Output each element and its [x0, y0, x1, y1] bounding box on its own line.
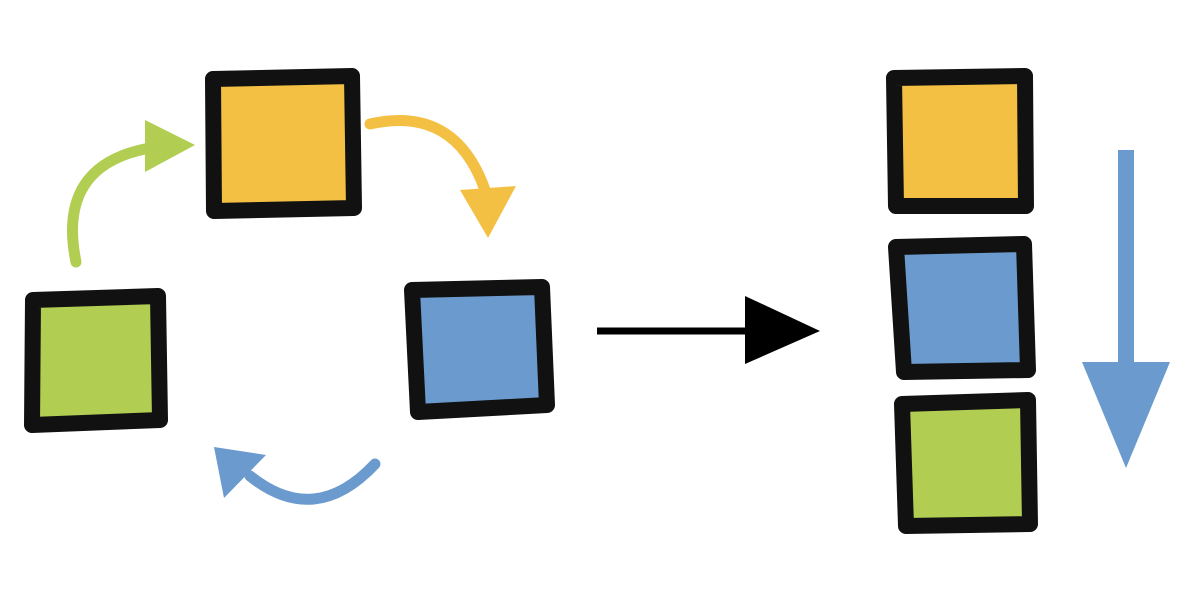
blue-box — [404, 279, 555, 420]
green-arrowhead — [145, 120, 195, 172]
blue-to-green-arrow — [244, 458, 381, 505]
green-to-orange-arrow — [67, 142, 156, 268]
stack-green-box — [894, 392, 1038, 534]
orange-arrowhead — [460, 186, 516, 238]
stack-group — [886, 68, 1170, 534]
transform-arrow-group — [597, 296, 820, 364]
downward-arrow-head — [1082, 362, 1170, 468]
stack-orange-box — [886, 68, 1034, 214]
cycle-group — [24, 68, 555, 505]
right-arrow-head — [745, 296, 820, 364]
blue-arrowhead — [214, 447, 266, 498]
orange-box — [205, 68, 362, 219]
stack-blue-box — [888, 236, 1036, 380]
green-box — [24, 288, 168, 433]
orange-to-blue-arrow — [364, 115, 491, 196]
